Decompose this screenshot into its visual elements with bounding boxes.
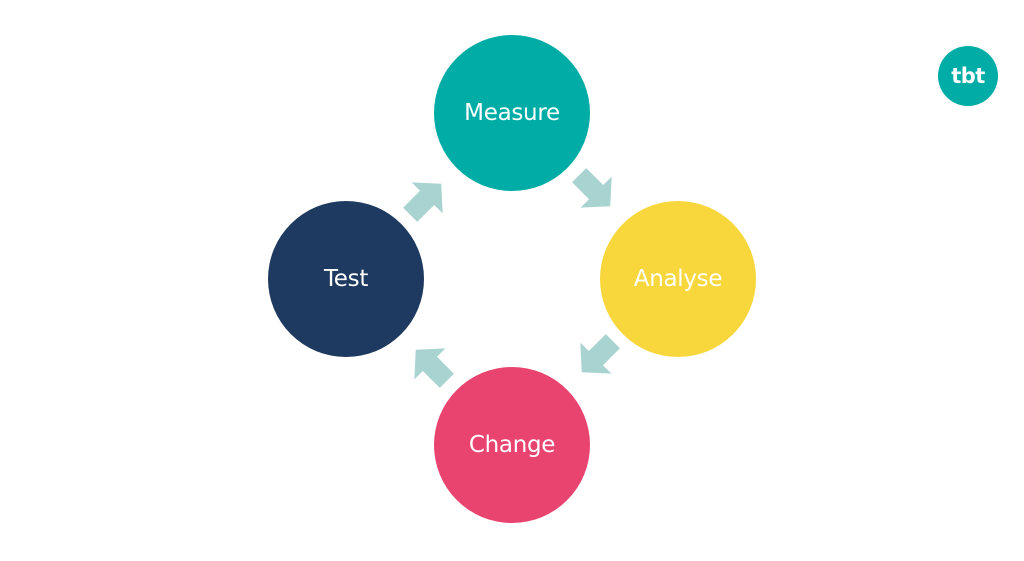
arrow-measure-to-analyse (572, 168, 612, 208)
node-analyse: Analyse (600, 201, 756, 357)
arrow-analyse-to-change (580, 334, 620, 374)
arrow-test-to-measure (403, 182, 443, 222)
node-test: Test (268, 201, 424, 357)
node-change: Change (434, 367, 590, 523)
tbt-logo: tbt (938, 46, 998, 106)
arrow-change-to-test (414, 348, 454, 388)
node-measure: Measure (434, 35, 590, 191)
